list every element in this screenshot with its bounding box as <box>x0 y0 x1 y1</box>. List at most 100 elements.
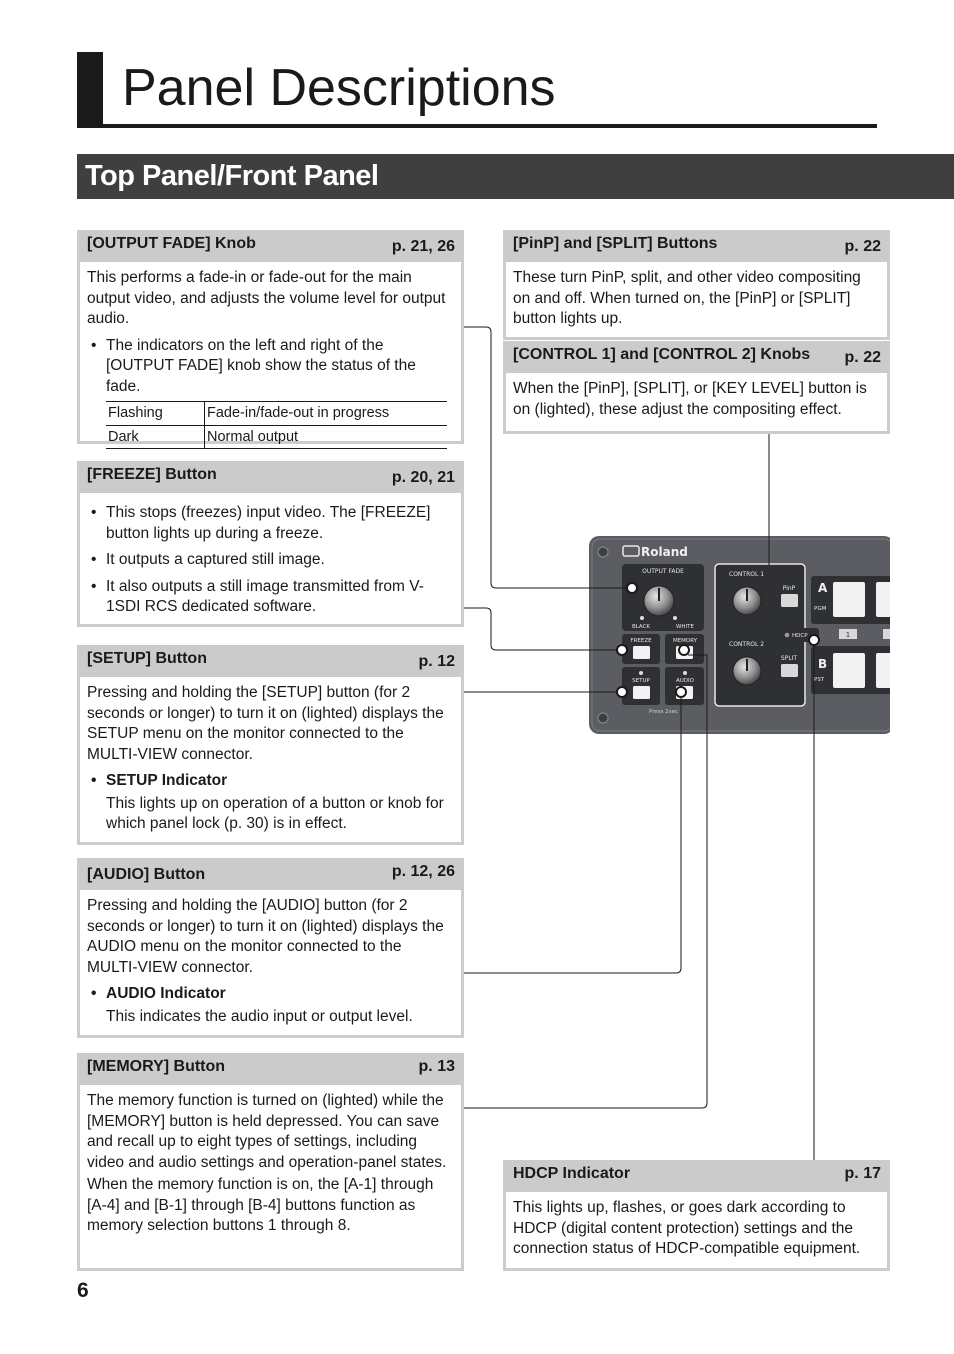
paragraph: When the [PinP], [SPLIT], or [KEY LEVEL]… <box>513 380 867 418</box>
pinp-label: PinP <box>783 585 796 592</box>
freeze-label: FREEZE <box>630 638 652 644</box>
page-ref: p. 22 <box>844 238 881 255</box>
brand-label: Roland <box>641 545 688 559</box>
pst-button-1[interactable] <box>833 653 865 688</box>
bullet-item: AUDIO Indicator <box>87 984 453 1005</box>
table-cell: Flashing <box>106 401 205 426</box>
pgm-button-2[interactable] <box>876 582 890 617</box>
output-fade-box: [OUTPUT FADE] Knob p. 21, 26 This perfor… <box>77 230 464 449</box>
screw-icon <box>597 546 609 558</box>
output-fade-label: OUTPUT FADE <box>642 568 684 575</box>
bullet-item: SETUP Indicator <box>87 771 453 792</box>
press-2sec-label: Press 2sec <box>649 709 678 715</box>
setup-box: [SETUP] Button p. 12 Pressing and holdin… <box>77 645 464 845</box>
title-accent-bar <box>77 52 103 126</box>
hdcp-label: HDCP <box>792 633 808 639</box>
page-ref: p. 13 <box>418 1058 455 1075</box>
hdcp-indicator <box>784 632 790 638</box>
title-rule <box>77 124 877 128</box>
table-cell: Normal output <box>204 424 447 449</box>
paragraph: Pressing and holding the [AUDIO] button … <box>87 897 444 976</box>
box-heading: [SETUP] Button <box>87 650 207 667</box>
memory-number-plate <box>883 629 890 639</box>
page-ref: p. 20, 21 <box>391 469 455 486</box>
page-title: Panel Descriptions <box>122 59 556 117</box>
pgm-label: PGM <box>814 606 827 612</box>
audio-button[interactable] <box>676 686 693 699</box>
memory-number-plate <box>839 629 857 639</box>
box-body: The memory function is turned on (lighte… <box>80 1085 461 1237</box>
box-heading: [OUTPUT FADE] Knob <box>87 235 256 252</box>
table-cell: Fade-in/fade-out in progress <box>204 401 447 426</box>
bus-b-label: B <box>818 657 827 671</box>
setup-label: SETUP <box>632 678 650 684</box>
memory-label: MEMORY <box>673 638 698 644</box>
pinp-button[interactable] <box>781 594 798 607</box>
split-button[interactable] <box>781 664 798 677</box>
page-number: 6 <box>77 1279 89 1302</box>
bullet-item: It outputs a captured still image. <box>87 550 453 571</box>
memory-box: [MEMORY] Button p. 13 The memory functio… <box>77 1053 464 1271</box>
pst-button-2[interactable] <box>876 653 890 688</box>
box-header: HDCP Indicator p. 17 <box>506 1160 887 1192</box>
box-header: [PinP] and [SPLIT] Buttons p. 22 <box>506 230 887 262</box>
pgm-button-1[interactable] <box>833 582 865 617</box>
paragraph: This performs a fade-in or fade-out for … <box>87 269 446 327</box>
box-body: Pressing and holding the [AUDIO] button … <box>80 890 461 1027</box>
memory-number-label: 1 <box>846 631 850 639</box>
audio-indicator <box>683 671 687 675</box>
paragraph: Pressing and holding the [SETUP] button … <box>87 684 444 763</box>
paragraph: This lights up, flashes, or goes dark ac… <box>513 1199 861 1257</box>
control1-label: CONTROL 1 <box>729 571 764 578</box>
box-body: Pressing and holding the [SETUP] button … <box>80 677 461 835</box>
pst-label: PST <box>814 677 825 683</box>
bus-a-label: A <box>818 581 828 595</box>
page-ref: p. 12, 26 <box>391 863 455 880</box>
control-knobs-box: [CONTROL 1] and [CONTROL 2] Knobs p. 22 … <box>503 341 890 434</box>
box-heading: [FREEZE] Button <box>87 466 217 483</box>
bullet-item: The indicators on the left and right of … <box>87 336 453 398</box>
freeze-button[interactable] <box>633 646 650 659</box>
white-label: WHITE <box>676 624 695 630</box>
screw-icon <box>597 712 609 724</box>
table-row: Flashing Fade-in/fade-out in progress <box>106 401 447 426</box>
page-ref: p. 12 <box>418 653 455 670</box>
paragraph: The memory function is turned on (lighte… <box>87 1092 447 1171</box>
paragraph: When the memory function is on, the [A-1… <box>87 1176 434 1234</box>
setup-button[interactable] <box>633 686 650 699</box>
paragraph: These turn PinP, split, and other video … <box>513 269 861 327</box>
device-top-panel-illustration: Roland OUTPUT FADE BLACK WHITE FREEZE ME… <box>589 536 890 734</box>
indicator-description: This lights up on operation of a button … <box>106 794 444 833</box>
audio-box: [AUDIO] Button p. 12, 26 Pressing and ho… <box>77 858 464 1038</box>
indicator-description: This indicates the audio input or output… <box>106 1007 413 1025</box>
white-indicator <box>673 616 677 620</box>
black-indicator <box>640 616 644 620</box>
bullet-item: This stops (freezes) input video. The [F… <box>87 503 453 544</box>
box-body: When the [PinP], [SPLIT], or [KEY LEVEL]… <box>506 373 887 420</box>
split-label: SPLIT <box>781 655 798 662</box>
box-header: [AUDIO] Button p. 12, 26 <box>80 858 461 890</box>
pinp-split-box: [PinP] and [SPLIT] Buttons p. 22 These t… <box>503 230 890 340</box>
table-cell: Dark <box>106 424 205 449</box>
section-heading: Top Panel/Front Panel <box>77 154 954 199</box>
audio-label: AUDIO <box>676 678 695 684</box>
fade-status-table: Flashing Fade-in/fade-out in progress Da… <box>106 401 447 449</box>
leader-audio <box>464 695 682 974</box>
bullet-item: It also outputs a still image transmitte… <box>87 577 453 618</box>
box-heading: [AUDIO] Button <box>87 866 206 883</box>
box-header: [MEMORY] Button p. 13 <box>80 1053 461 1085</box>
memory-button[interactable] <box>676 646 693 659</box>
box-body: This performs a fade-in or fade-out for … <box>80 262 461 449</box>
control2-label: CONTROL 2 <box>729 641 764 648</box>
box-body: This stops (freezes) input video. The [F… <box>80 493 461 618</box>
freeze-box: [FREEZE] Button p. 20, 21 This stops (fr… <box>77 461 464 627</box>
table-row: Dark Normal output <box>106 424 447 449</box>
box-heading: [CONTROL 1] and [CONTROL 2] Knobs <box>513 346 811 363</box>
box-header: [CONTROL 1] and [CONTROL 2] Knobs p. 22 <box>506 341 887 373</box>
page-ref: p. 17 <box>844 1165 881 1182</box>
page-ref: p. 21, 26 <box>391 238 455 255</box>
page-ref: p. 22 <box>844 349 881 366</box>
setup-indicator <box>639 671 643 675</box>
box-heading: [PinP] and [SPLIT] Buttons <box>513 235 718 252</box>
hdcp-box: HDCP Indicator p. 17 This lights up, fla… <box>503 1160 890 1271</box>
